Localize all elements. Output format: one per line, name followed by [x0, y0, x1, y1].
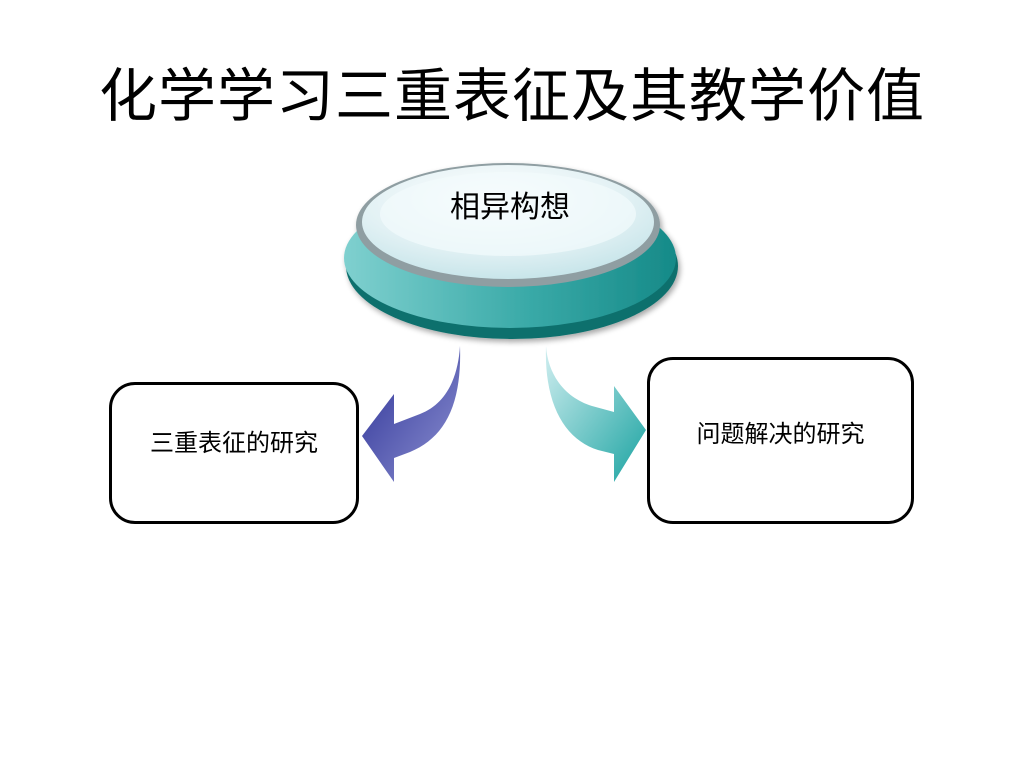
- left-arrow: [362, 346, 461, 482]
- slide-title: 化学学习三重表征及其教学价值: [98, 62, 925, 130]
- hub-inner-highlight: [380, 172, 636, 256]
- hub-node-shape: [344, 163, 678, 339]
- right-arrow: [545, 346, 646, 482]
- left-node-box: 三重表征的研究: [109, 382, 359, 524]
- right-node-label: 问题解决的研究: [696, 420, 865, 448]
- left-node-label: 三重表征的研究: [150, 429, 318, 457]
- hub-node-label: 相异构想: [450, 190, 570, 225]
- right-node-box: 问题解决的研究: [647, 357, 914, 524]
